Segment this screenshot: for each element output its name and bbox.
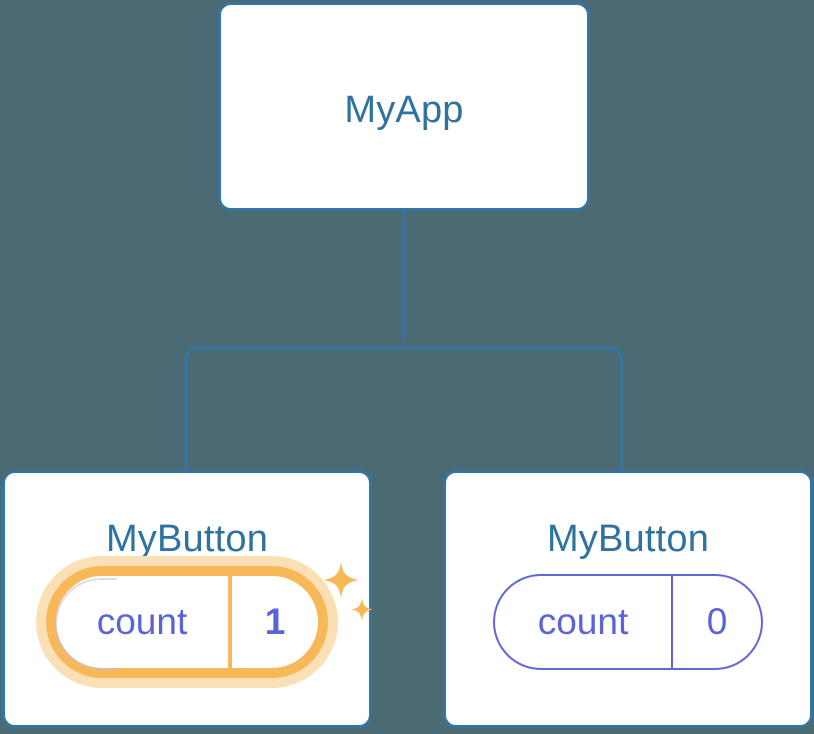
state-pill-count-right[interactable]: count 0 xyxy=(493,574,763,670)
state-pill-count-left[interactable]: count 1 xyxy=(46,566,328,678)
component-card-myapp[interactable]: MyApp xyxy=(218,2,590,211)
component-card-mybutton-right[interactable]: MyButton count 0 xyxy=(443,470,813,728)
state-pill-value-right: 0 xyxy=(671,576,761,668)
component-title-mybutton-right: MyButton xyxy=(546,518,710,560)
state-pill-value-left: 1 xyxy=(228,576,318,668)
component-card-mybutton-left[interactable]: MyButton count 1 xyxy=(2,470,372,728)
state-pill-label-left: count xyxy=(96,600,188,642)
component-title-myapp: MyApp xyxy=(344,89,464,131)
state-pill-label-right: count xyxy=(537,600,629,642)
state-pill-left-wrapper: count 1 xyxy=(46,566,328,678)
state-pill-right-wrapper: count 0 xyxy=(493,574,763,670)
connector-branch-bar xyxy=(184,346,624,472)
component-title-mybutton-left: MyButton xyxy=(105,518,269,560)
